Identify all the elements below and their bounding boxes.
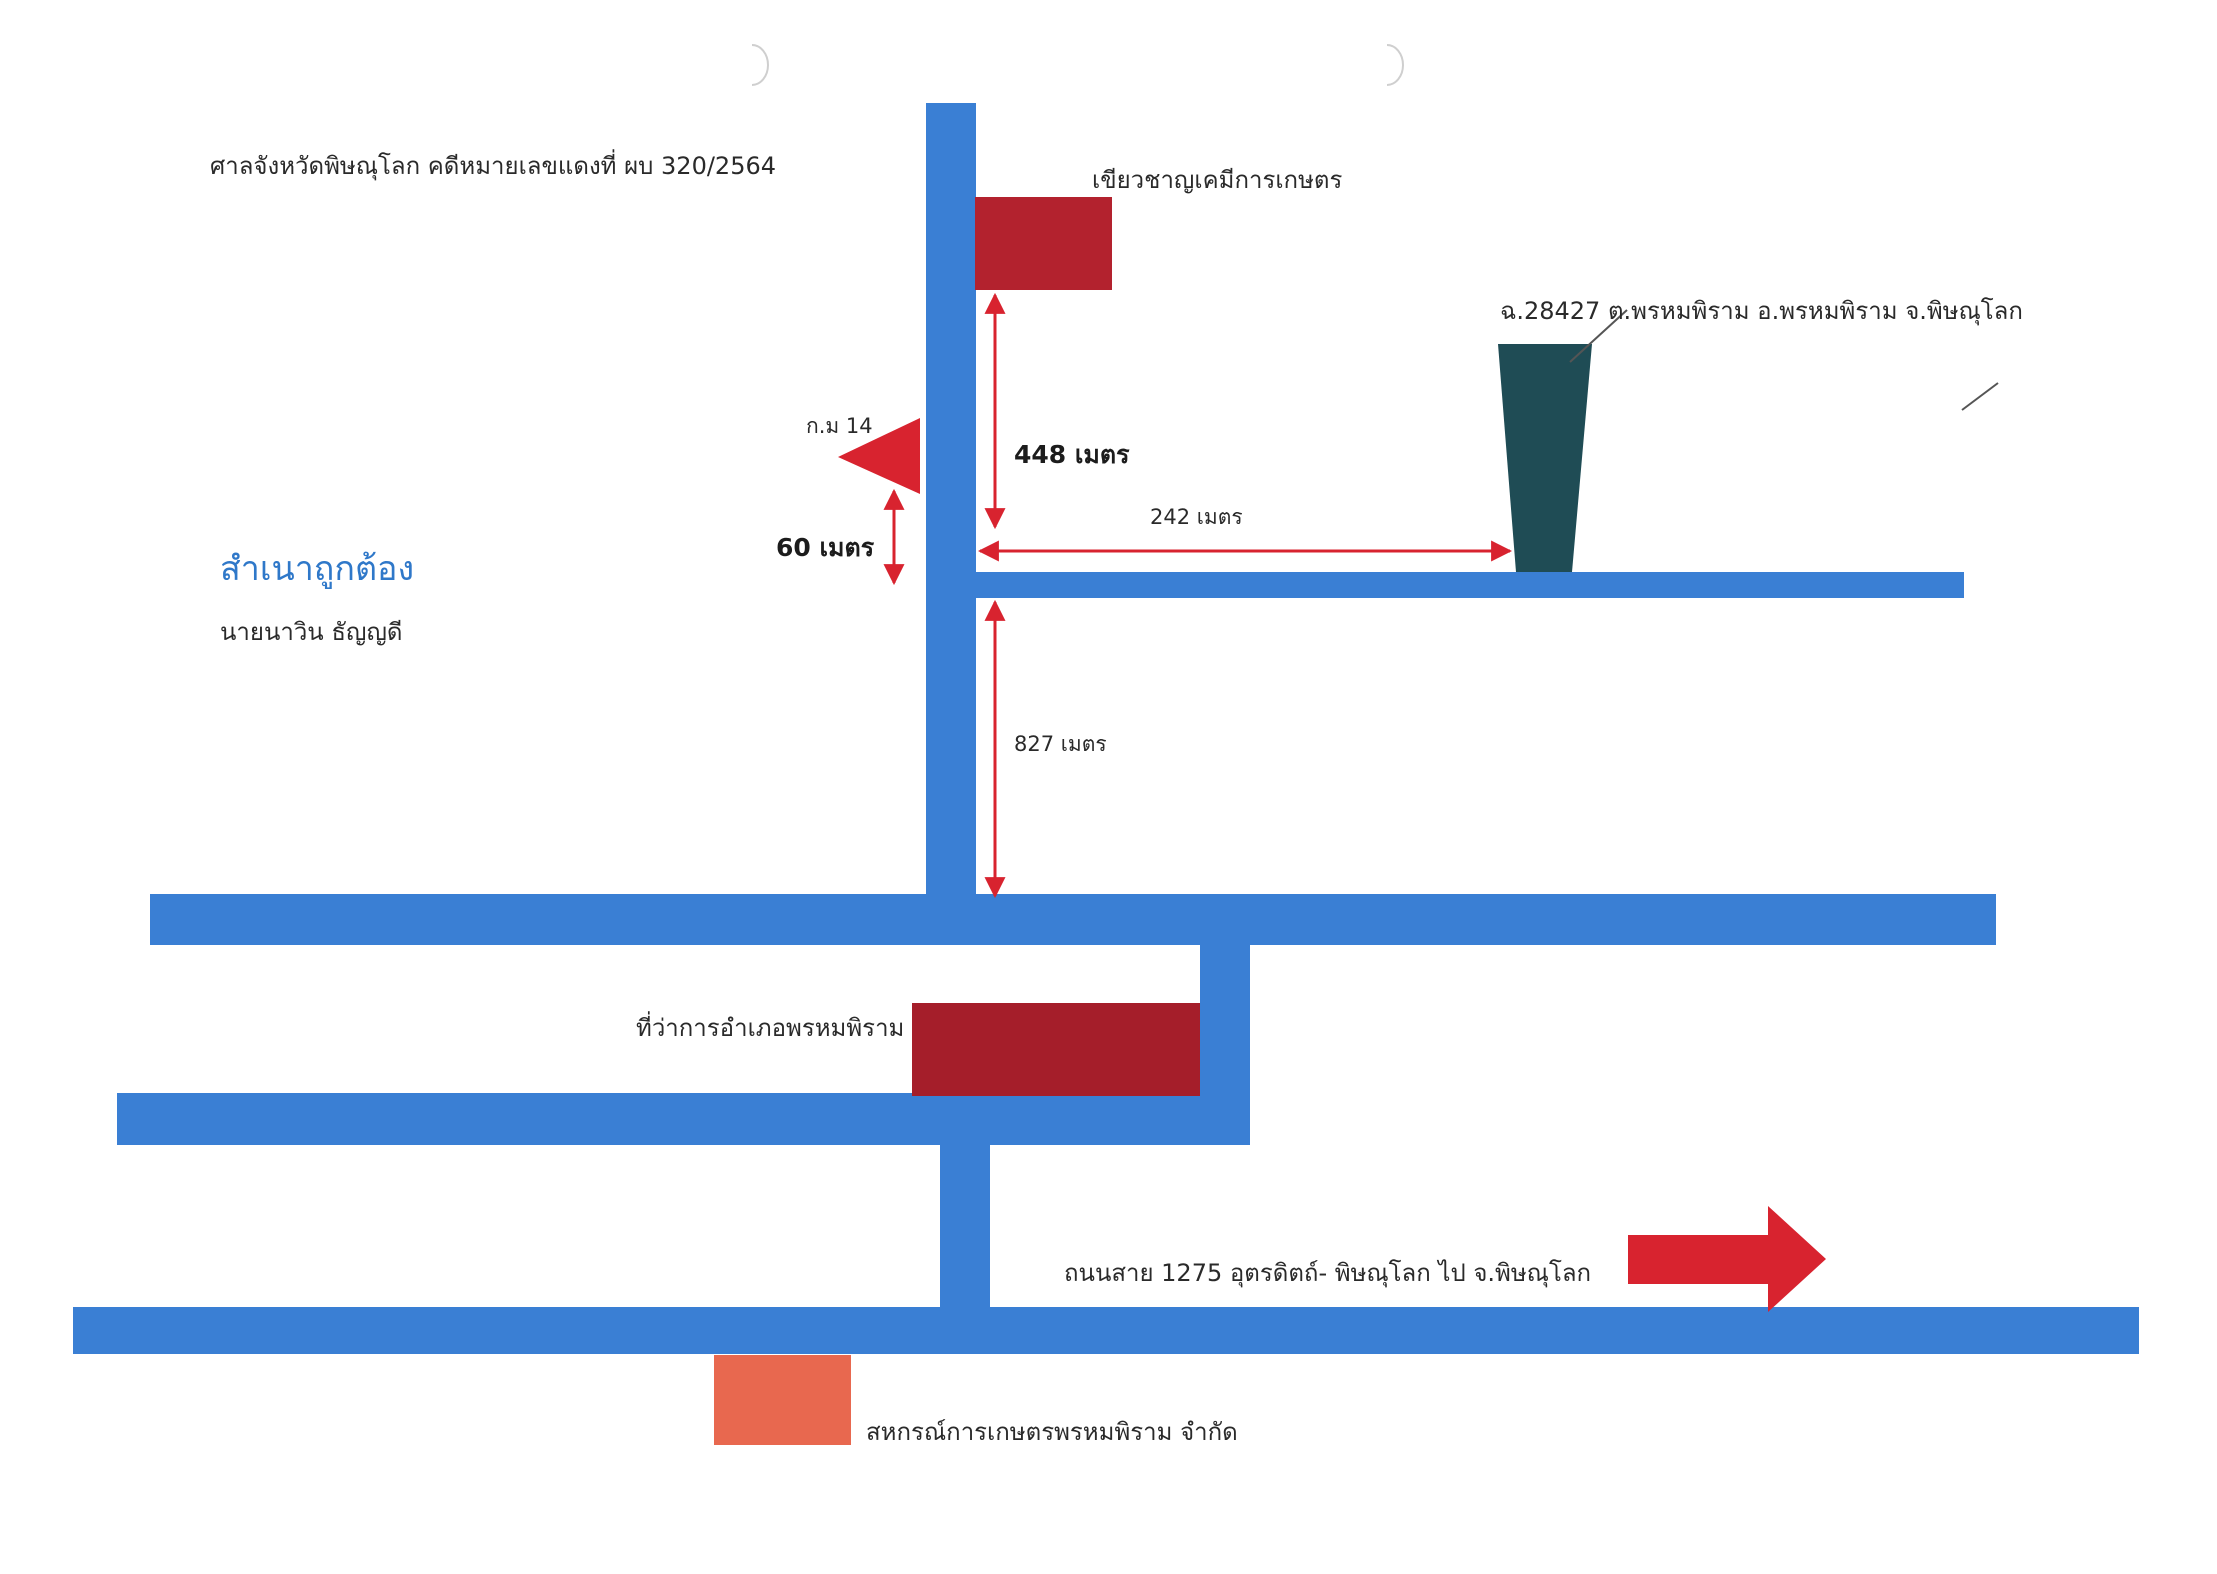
road-to-target <box>976 572 1964 598</box>
highway-label: ถนนสาย 1275 อุตรดิตถ์- พิษณุโลก ไป จ.พิษ… <box>1064 1259 1592 1287</box>
distance-label-827: 827 เมตร <box>1014 732 1107 756</box>
km-marker-icon <box>838 418 920 494</box>
distance-label-60: 60 เมตร <box>776 533 875 562</box>
court-case-label: ศาลจังหวัดพิษณุโลก คดีหมายเลขแดงที่ ผบ 3… <box>210 152 777 180</box>
target-land-plot <box>1498 344 1592 572</box>
road-network <box>73 103 2139 1354</box>
punch-hole-mark <box>751 44 769 86</box>
certified-copy-stamp: สำเนาถูกต้อง <box>220 549 415 589</box>
punch-hole-mark <box>1386 44 1404 86</box>
distance-label-448: 448 เมตร <box>1014 440 1130 469</box>
district-office-label: ที่ว่าการอำเภอพรหมพิราม <box>636 1014 905 1042</box>
signer-name: นายนาวิน ธัญญดี <box>220 618 403 646</box>
cooperative-building <box>714 1355 851 1445</box>
chemical-shop-label: เขียวชาญเคมีการเกษตร <box>1092 166 1343 194</box>
connector-road-lower <box>940 1145 990 1315</box>
vertical-road-main <box>926 103 976 903</box>
district-office-building <box>912 1003 1200 1096</box>
chemical-shop-building <box>975 197 1112 290</box>
highway-1275 <box>73 1307 2139 1354</box>
distance-label-242: 242 เมตร <box>1150 505 1243 529</box>
target-pointer-line <box>1569 309 1628 363</box>
road-horizontal-1 <box>150 894 1996 945</box>
cooperative-label: สหกรณ์การเกษตรพรหมพิราม จำกัด <box>866 1418 1238 1446</box>
direction-arrow-icon <box>1628 1206 1826 1312</box>
target-land-label: ฉ.28427 ต.พรหมพิราม อ.พรหมพิราม จ.พิษณุโ… <box>1500 297 2023 325</box>
km-marker-label: ก.ม 14 <box>806 414 873 438</box>
road-horizontal-2 <box>117 1093 1250 1145</box>
pen-mark <box>1961 382 1999 411</box>
